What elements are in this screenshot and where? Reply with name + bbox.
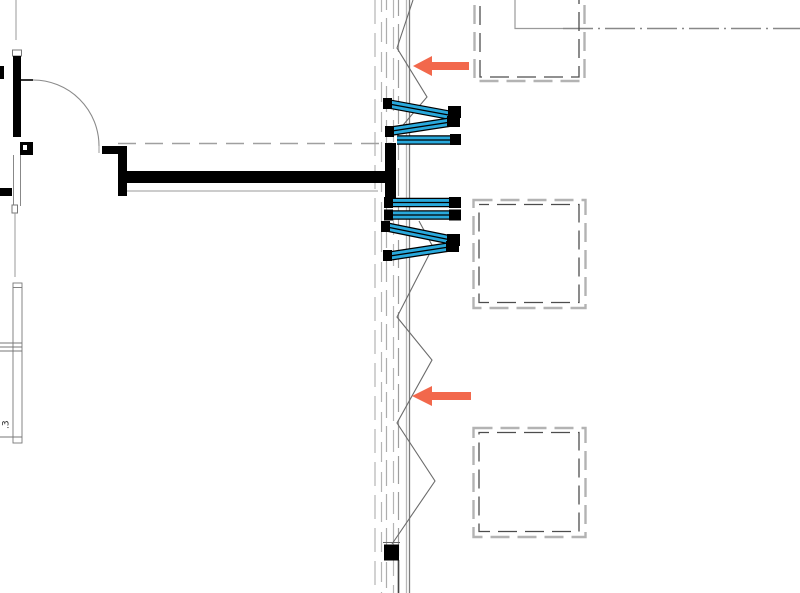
dashed-overhead-square-middle <box>472 198 587 310</box>
dashed-overhead-square-bottom <box>472 426 587 539</box>
wall-hollow-lower <box>0 282 23 444</box>
curtain-wall-lines <box>374 0 411 593</box>
glazing-panel <box>391 117 452 136</box>
upper-left-arrow-icon <box>413 56 469 76</box>
wall-stub-left-edge <box>0 188 12 196</box>
door-jamb-horizontal <box>102 146 127 154</box>
glazing-end-caps <box>381 98 461 261</box>
door-swing-arc <box>32 79 100 147</box>
glazing-panel <box>389 242 450 261</box>
wall-solid-upper <box>13 56 21 137</box>
door-jamb-block-void <box>23 145 27 150</box>
annotation-arrows <box>412 56 471 406</box>
lower-left-arrow-icon <box>412 386 471 406</box>
centerline-dash-dot <box>514 0 800 30</box>
wall-junction-post <box>385 143 396 198</box>
wall-end-cap <box>12 49 22 57</box>
glazing-panels <box>381 98 461 261</box>
wall-solid-band <box>125 171 386 183</box>
bottom-mullion-block <box>383 542 400 561</box>
dimension-text: .3 <box>2 420 12 429</box>
left-wall-assembly: .3 <box>0 0 100 444</box>
glazing-panel <box>386 222 452 245</box>
wall-end-cap <box>11 204 18 214</box>
door-jamb-vertical <box>118 146 127 196</box>
glazing-panel <box>388 99 455 121</box>
wall-stub-upper <box>0 66 4 79</box>
corridor-wall-band <box>102 142 396 198</box>
dashed-overhead-square-top <box>473 0 586 83</box>
